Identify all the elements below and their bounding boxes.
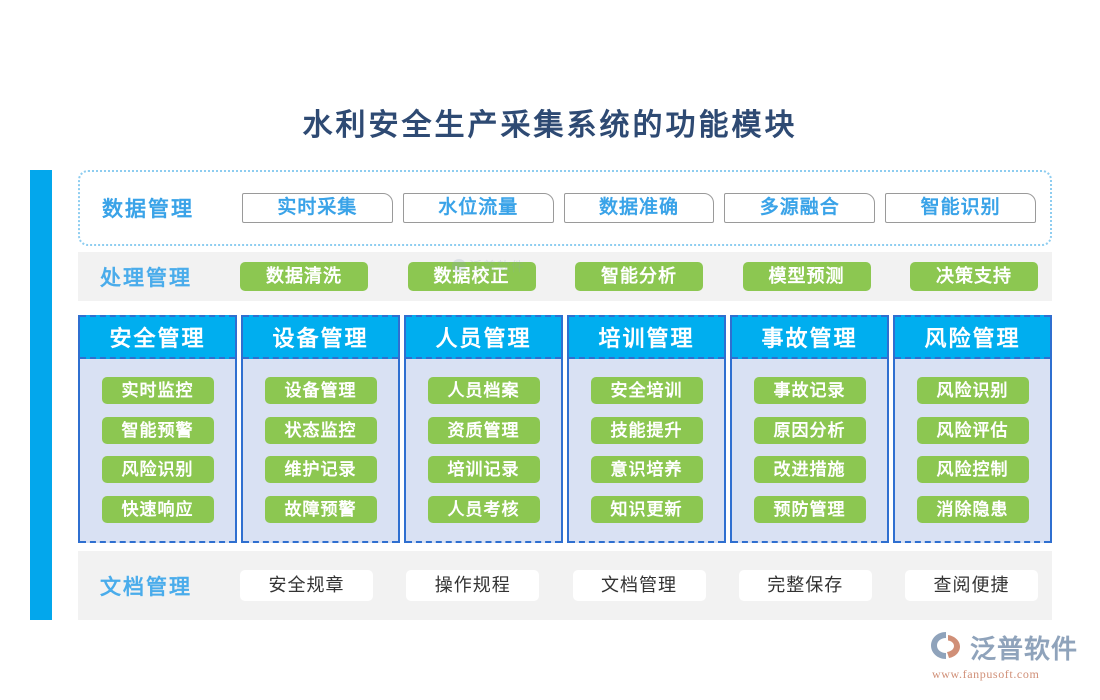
module-column-header: 安全管理 <box>80 315 235 359</box>
module-item[interactable]: 设备管理 <box>264 377 377 405</box>
module-item[interactable]: 维护记录 <box>264 456 377 484</box>
brand-name: 泛普软件 <box>969 635 1078 664</box>
module-column-body: 设备管理 状态监控 维护记录 故障预警 <box>243 359 398 543</box>
process-management-item[interactable]: 数据清洗 <box>240 262 368 291</box>
left-accent-bar <box>30 170 52 620</box>
data-management-items: 实时采集 水位流量 数据准确 多源融合 智能识别 <box>242 193 1036 223</box>
document-management-row: 文档管理 安全规章 操作规程 文档管理 完整保存 查阅便捷 <box>78 551 1052 620</box>
module-item[interactable]: 消除隐患 <box>916 495 1029 523</box>
module-item[interactable]: 人员考核 <box>427 495 540 523</box>
document-management-item[interactable]: 完整保存 <box>738 570 872 601</box>
document-management-items: 安全规章 操作规程 文档管理 完整保存 查阅便捷 <box>240 570 1038 601</box>
document-management-item[interactable]: 查阅便捷 <box>905 570 1038 601</box>
module-item[interactable]: 风险控制 <box>916 456 1029 484</box>
data-management-label: 数据管理 <box>102 197 194 221</box>
process-management-item[interactable]: 数据校正 <box>407 262 536 291</box>
module-item[interactable]: 改进措施 <box>753 456 866 484</box>
module-column-risk: 风险管理 风险识别 风险评估 风险控制 消除隐患 <box>893 315 1052 543</box>
process-management-item[interactable]: 智能分析 <box>575 262 703 291</box>
module-item[interactable]: 故障预警 <box>264 495 377 523</box>
module-column-equipment: 设备管理 设备管理 状态监控 维护记录 故障预警 <box>241 315 400 543</box>
module-item[interactable]: 风险评估 <box>916 416 1029 444</box>
module-item[interactable]: 安全培训 <box>590 377 703 405</box>
brand-url: www.fanpusoft.com <box>931 667 1040 681</box>
module-item[interactable]: 风险识别 <box>101 456 214 484</box>
module-column-header: 培训管理 <box>569 315 724 359</box>
fanpu-logo-icon <box>930 630 964 665</box>
module-column-training: 培训管理 安全培训 技能提升 意识培养 知识更新 <box>567 315 726 543</box>
module-item[interactable]: 实时监控 <box>101 377 214 405</box>
module-item[interactable]: 状态监控 <box>264 416 377 444</box>
module-item[interactable]: 智能预警 <box>101 416 214 444</box>
module-column-safety: 安全管理 实时监控 智能预警 风险识别 快速响应 <box>78 315 237 543</box>
module-item[interactable]: 风险识别 <box>916 377 1029 405</box>
data-management-item[interactable]: 数据准确 <box>563 193 715 223</box>
document-management-item[interactable]: 文档管理 <box>572 570 706 601</box>
module-item[interactable]: 技能提升 <box>590 416 703 444</box>
module-column-body: 实时监控 智能预警 风险识别 快速响应 <box>80 359 235 543</box>
process-management-item[interactable]: 模型预测 <box>742 262 871 291</box>
module-item[interactable]: 意识培养 <box>590 456 703 484</box>
process-management-row: 处理管理 数据清洗 数据校正 智能分析 模型预测 决策支持 <box>78 252 1052 301</box>
module-column-header: 设备管理 <box>243 315 398 359</box>
module-column-body: 安全培训 技能提升 意识培养 知识更新 <box>569 359 724 543</box>
module-column-header: 风险管理 <box>895 315 1050 359</box>
module-column-body: 人员档案 资质管理 培训记录 人员考核 <box>406 359 561 543</box>
data-management-item[interactable]: 实时采集 <box>242 193 393 223</box>
process-management-item[interactable]: 决策支持 <box>910 262 1038 291</box>
data-management-item[interactable]: 多源融合 <box>724 193 876 223</box>
document-management-label: 文档管理 <box>100 574 192 599</box>
process-management-items: 数据清洗 数据校正 智能分析 模型预测 决策支持 <box>240 262 1038 291</box>
document-management-item[interactable]: 安全规章 <box>240 570 373 601</box>
data-management-item[interactable]: 智能识别 <box>885 193 1036 223</box>
module-column-header: 事故管理 <box>732 315 887 359</box>
module-column-body: 风险识别 风险评估 风险控制 消除隐患 <box>895 359 1050 543</box>
page-title: 水利安全生产采集系统的功能模块 <box>302 109 798 142</box>
module-item[interactable]: 培训记录 <box>427 456 540 484</box>
module-item[interactable]: 知识更新 <box>590 495 703 523</box>
module-column-body: 事故记录 原因分析 改进措施 预防管理 <box>732 359 887 543</box>
module-item[interactable]: 预防管理 <box>753 495 866 523</box>
document-management-item[interactable]: 操作规程 <box>406 570 540 601</box>
module-item[interactable]: 原因分析 <box>753 416 866 444</box>
module-item[interactable]: 事故记录 <box>753 377 866 405</box>
module-item[interactable]: 资质管理 <box>427 416 540 444</box>
brand-logo: 泛普软件 www.fanpusoft.com <box>930 629 1078 682</box>
module-column-accident: 事故管理 事故记录 原因分析 改进措施 预防管理 <box>730 315 889 543</box>
data-management-item[interactable]: 水位流量 <box>402 193 554 223</box>
module-item[interactable]: 快速响应 <box>101 495 214 523</box>
module-column-personnel: 人员管理 人员档案 资质管理 培训记录 人员考核 <box>404 315 563 543</box>
module-grid: 安全管理 实时监控 智能预警 风险识别 快速响应 设备管理 设备管理 状态监控 … <box>78 315 1052 543</box>
module-item[interactable]: 人员档案 <box>427 377 540 405</box>
process-management-label: 处理管理 <box>100 265 192 290</box>
module-column-header: 人员管理 <box>406 315 561 359</box>
data-management-row: 数据管理 实时采集 水位流量 数据准确 多源融合 智能识别 <box>78 170 1052 246</box>
